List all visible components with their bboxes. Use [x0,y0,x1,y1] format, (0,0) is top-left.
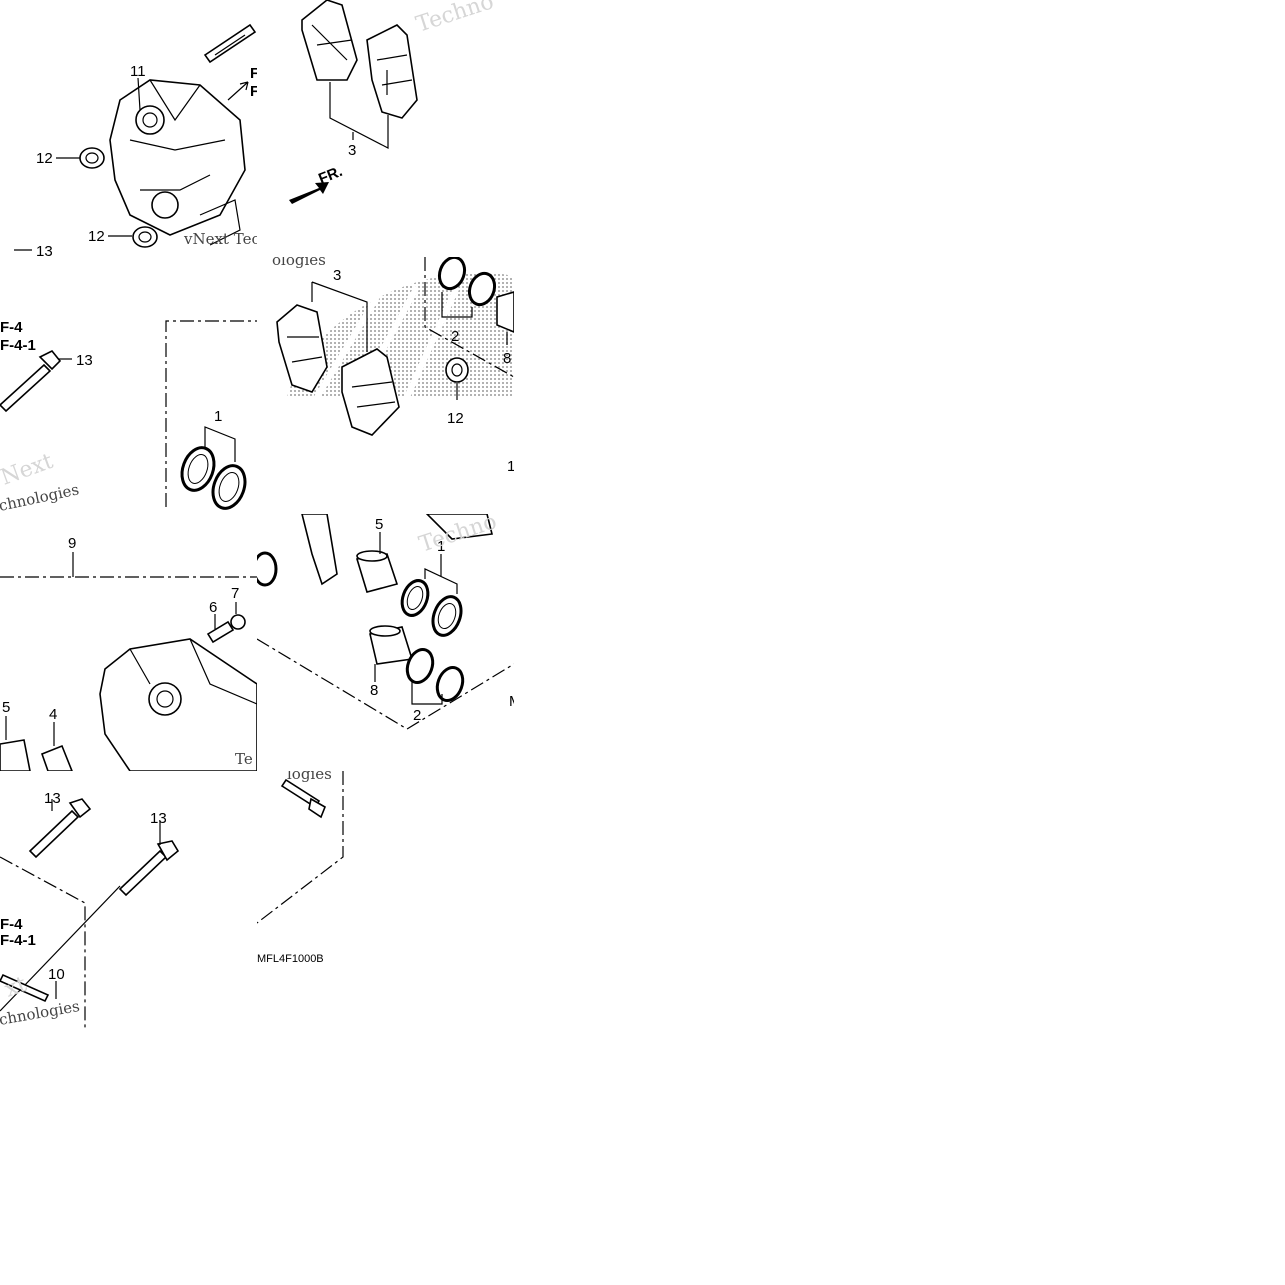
callout-1: 1 [437,538,445,555]
ref-f41: F-4-1 [0,932,36,949]
retainer-clip-4 [40,744,73,771]
callout-5: 5 [375,516,383,533]
seal-pair-2 [437,257,497,307]
watermark: ologies [272,257,326,269]
diagram-code: MFL4F1000B [257,953,324,965]
bushing-12-upper [79,147,105,169]
callout-5: 5 [2,699,10,716]
pin-10 [0,973,50,1003]
callout-13-b: 13 [150,810,167,827]
tile-caliper-top: F F 11 12 12 13 vNext Tec [0,0,257,257]
callout-11: 11 [130,63,146,80]
callout-12-a: 12 [36,150,53,167]
callout-7: 7 [231,585,239,602]
bleeder-screw [206,620,235,644]
watermark: Te [235,750,253,768]
callout-2: 2 [413,707,421,724]
ref-f4: F-4 [0,916,23,933]
bushing-12-lower [132,226,158,248]
front-arrow-icon [289,182,329,204]
mounting-bolt [0,349,62,413]
tile-bolts-bot: F-4 F-4-1 13 13 10 xt chnologies [0,771,257,1028]
callout-13: 13 [36,243,53,257]
watermark: logies [287,771,332,783]
caliper-body [99,638,257,771]
callout-9: 9 [68,535,76,552]
callout-3: 3 [348,142,356,159]
bushing-12 [445,357,469,383]
callout-2: 2 [451,328,459,345]
watermark: Techno [416,514,500,558]
callout-1: 1 [214,408,222,425]
brake-pad-right [341,348,400,436]
callout-13: 13 [76,352,93,369]
piston-seal-pair [180,446,247,510]
piston-5 [355,550,399,593]
ref-f4: F-4 [0,319,23,336]
callout-10: 10 [48,966,65,983]
svg-text:F: F [250,83,257,100]
tile-rings-bot: 5 1 8 2 M Techno [257,514,514,771]
callout-12: 12 [447,410,464,427]
tile-pads-mid: 3 2 8 12 1 ologies [257,257,514,514]
bleeder-bolt [203,23,257,64]
tile-caliper-bot: 9 6 7 5 4 2 Te [0,514,257,771]
ring-edge [257,551,278,587]
callout-8: 8 [370,682,378,699]
callout-13-a: 13 [44,790,61,807]
direction-label: FR. [316,163,345,188]
callout-3: 3 [333,267,341,284]
callout-4: 4 [49,706,57,723]
pad-fragment [301,514,338,586]
tile-code: MFL4F1000B logies [257,771,347,1028]
watermark-line-1: Next [0,449,56,491]
brake-pad-right [366,24,418,119]
callout-12-b: 12 [88,228,105,245]
caliper-body [109,79,246,246]
svg-text:F: F [250,65,257,82]
callout-1: 1 [507,458,514,475]
brake-pad-left [301,0,358,81]
callout-6: 6 [209,599,217,616]
ref-f41: F-4-1 [0,337,36,354]
bolt-13-b [118,840,180,897]
piston-seal-pair-2 [405,648,465,702]
piston-seal-pair-1 [400,579,463,637]
tile-pads-top: FR. 3 Techno [257,0,514,257]
tile-bolt-mid: F-4 F-4-1 13 1 Next chnologies [0,257,257,514]
piston-8 [496,291,514,333]
bleeder-cap [230,614,246,630]
piston-8 [369,625,414,665]
watermark: vNext Tec [183,230,257,248]
callout-8: 8 [503,350,511,367]
brake-pad-left [276,304,328,393]
pin-bolt [280,778,327,819]
piston-5 [0,739,31,771]
callout-m: M [509,693,514,710]
caliper-edge [425,514,493,540]
watermark: Techno [413,0,497,38]
bolt-13-a [28,798,92,859]
